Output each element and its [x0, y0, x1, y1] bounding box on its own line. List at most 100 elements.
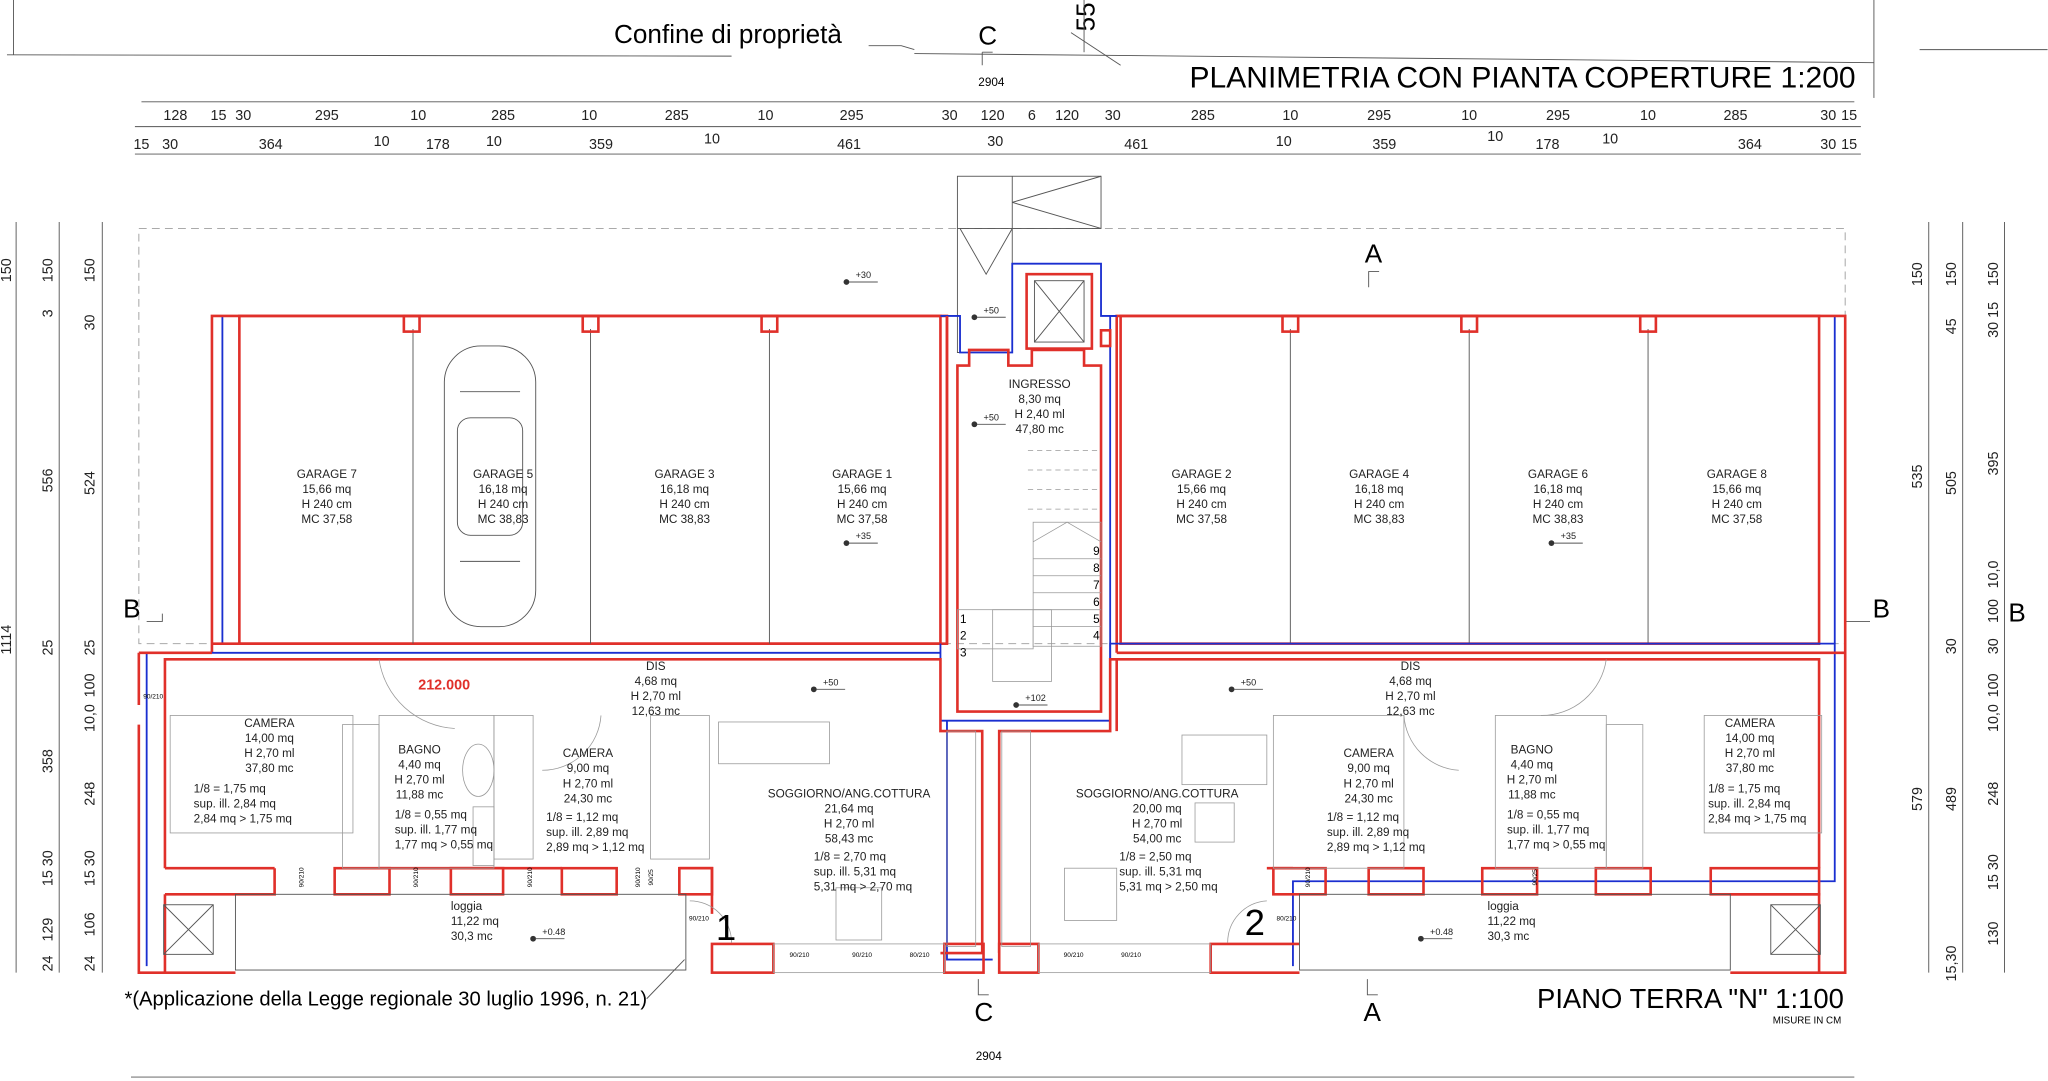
level-symbol-icon [971, 421, 978, 428]
level-markers: +30+50+50+35+35+50+102+50+0.48+0.48 [530, 270, 1583, 942]
header: Confine di proprietà C 2904 55 PLANIMETR… [6, 0, 2048, 98]
stair-step-number: 7 [1093, 579, 1100, 592]
units-note: MISURE IN CM [1773, 1016, 1841, 1027]
dimension-label: 285 [665, 108, 689, 124]
room-label-line: 8,30 mq [1018, 393, 1060, 406]
section-markers: A B B B C A 1 2 212.000 [123, 238, 2026, 1027]
room-label-line: 37,80 mc [1726, 762, 1774, 775]
dimension-label: 461 [1124, 137, 1148, 153]
room-label-line: H 2,40 ml [1015, 408, 1065, 421]
dimension-label: 30 [942, 108, 958, 124]
dimension-label: 10,0 [82, 704, 98, 732]
dimension-label: 359 [589, 137, 613, 153]
room-label-line: GARAGE 8 [1707, 468, 1768, 481]
dimension-label: 100 [1986, 673, 2002, 697]
dimension-label: 10 [704, 132, 720, 148]
dimension-label: 10,0 [1986, 560, 2002, 588]
level-symbol-icon [1548, 540, 1555, 546]
room-label-line: 1/8 = 1,75 mq [194, 782, 266, 795]
dimension-label: 10 [410, 108, 426, 124]
room-label-line: 1/8 = 1,12 mq [546, 811, 618, 824]
dimension-label: 30 [1944, 638, 1960, 654]
room-label-line: 5,31 mq > 2,70 mq [814, 880, 912, 893]
dimension-label: 358 [41, 749, 57, 773]
footer: *(Applicazione della Legge regionale 30 … [124, 983, 1843, 1063]
dimension-label: 505 [1944, 471, 1960, 495]
room-label-line: 16,18 mq [1355, 483, 1404, 496]
room-label-line: 37,80 mc [245, 762, 293, 775]
stair-step-number: 1 [960, 613, 967, 626]
dimension-label: 579 [1910, 787, 1926, 811]
room-label-line: H 240 cm [659, 498, 709, 511]
opening-label: 90/210 [527, 867, 534, 887]
dimension-label: 30 15 [1986, 302, 2002, 338]
room-label-line: loggia [1487, 900, 1519, 913]
room-label-line: H 2,70 ml [1725, 747, 1775, 760]
room-label-line: 12,63 mc [1386, 705, 1434, 718]
section-b-left: B [123, 594, 140, 624]
room-label-line: MC 38,83 [1532, 513, 1583, 526]
room-label-line: 12,63 mc [632, 705, 680, 718]
opening-label: 90/210 [1305, 867, 1312, 887]
room-label-line: 24,30 mc [564, 792, 612, 805]
dimension-label: 10 [1461, 108, 1477, 124]
dimension-label: 10 [1640, 108, 1656, 124]
room-label-line: 14,00 mq [1725, 732, 1774, 745]
dimension-label: 10 [1487, 129, 1503, 145]
room-label-line: 16,18 mq [479, 483, 528, 496]
level-value: +0.48 [542, 927, 565, 937]
dimension-label: 15 [210, 108, 226, 124]
room-label-line: H 2,70 ml [563, 777, 613, 790]
level-value: +0.48 [1430, 927, 1453, 937]
dimension-label: 395 [1986, 451, 2002, 475]
room-label-line: H 2,70 ml [1132, 818, 1182, 831]
dimension-label: 10 [1602, 132, 1618, 148]
opening-label: 90/210 [689, 915, 709, 922]
apartment-2 [997, 642, 1847, 974]
opening-label: 90/210 [852, 952, 872, 959]
car-icon [443, 345, 537, 628]
dimension-label: 30 [1105, 108, 1121, 124]
section-a-top: A [1365, 238, 1383, 268]
room-label-line: 1/8 = 1,75 mq [1708, 782, 1780, 795]
section-c-bottom: C [974, 997, 993, 1027]
dimension-label: 10 [758, 108, 774, 124]
level-value: +102 [1025, 693, 1046, 703]
room-label-line: sup. ill. 2,84 mq [1708, 797, 1790, 810]
room-label-line: sup. ill. 2,89 mq [546, 826, 628, 839]
site-outline [138, 227, 1846, 645]
level-value: +30 [856, 270, 871, 280]
room-label-line: BAGNO [398, 743, 440, 756]
dimension-label: 248 [82, 782, 98, 806]
dimension-label: 30 [235, 108, 251, 124]
dimension-label: 15,30 [1944, 946, 1960, 982]
room-label-line: GARAGE 3 [655, 468, 716, 481]
room-label-line: GARAGE 4 [1349, 468, 1410, 481]
unit-1-number: 1 [716, 907, 736, 948]
dimension-label: 100 [82, 673, 98, 697]
dimension-label: 10 [374, 134, 390, 150]
level-symbol-icon [1013, 702, 1020, 708]
room-label-line: 11,22 mq [1487, 915, 1535, 928]
dimension-label: 30 [82, 314, 98, 330]
legal-note: *(Applicazione della Legge regionale 30 … [124, 988, 647, 1010]
room-label-line: sup. ill. 2,84 mq [194, 797, 276, 810]
room-label-line: CAMERA [1725, 717, 1775, 730]
dimension-label: 285 [491, 108, 515, 124]
room-label-line: H 2,70 ml [631, 690, 681, 703]
room-label-line: MC 38,83 [1354, 513, 1405, 526]
room-label-line: 11,88 mc [1508, 788, 1556, 801]
room-label-line: 15,66 mq [838, 483, 887, 496]
room-label-line: 54,00 mc [1133, 833, 1181, 846]
dimension-label: 30 [162, 137, 178, 153]
